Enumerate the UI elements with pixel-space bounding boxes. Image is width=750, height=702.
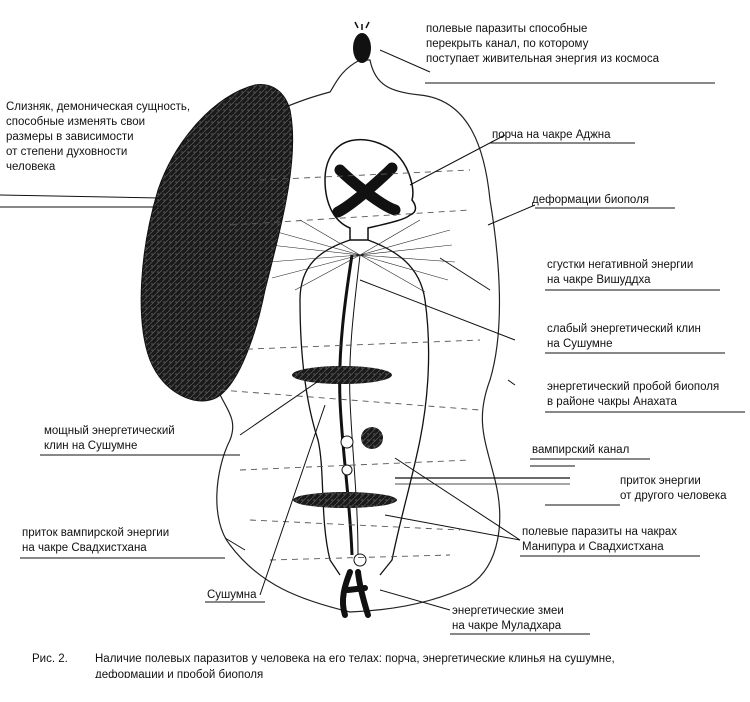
label-svadhisthana-inflow: приток вампирской энергии на чакре Свадх…: [22, 527, 170, 554]
label-biofield-deformation: деформации биополя: [532, 194, 650, 206]
label-slug: Слизняк, демоническая сущность, способны…: [6, 101, 191, 173]
label-anahata: энергетический пробой биополя в районе ч…: [547, 381, 720, 408]
label-inflow-other: приток энергии от другого человека: [620, 475, 727, 502]
strong-wedge: [293, 492, 397, 508]
label-strong-wedge: мощный энергетический клин на Сушумне: [44, 425, 175, 452]
label-ajna: порча на чакре Аджна: [492, 129, 611, 141]
manipura-parasite: [361, 427, 383, 449]
anahata-wedge: [292, 366, 392, 384]
label-sushumna: Сушумна: [207, 589, 257, 601]
vishuddha-rays: [267, 219, 456, 293]
leader-lines: [0, 49, 620, 611]
ajna-x: [332, 162, 401, 218]
underline-rules: [0, 82, 745, 635]
body-outline: [299, 239, 430, 576]
label-vampire-channel: вампирский канал: [532, 444, 630, 456]
muladhara-serpent: [339, 569, 371, 618]
caption-number: Рис. 2.: [32, 653, 68, 665]
head-parasite: [353, 33, 371, 63]
label-parasites-top: полевые паразиты способные перекрыть кан…: [426, 23, 659, 65]
inner-head: [324, 138, 417, 241]
label-weak-wedge: слабый энергетический клин на Сушумне: [547, 323, 701, 350]
label-muladhara: энергетические змеи на чакре Муладхара: [452, 605, 564, 632]
label-vishuddha: сгустки негативной энергии на чакре Вишу…: [547, 259, 694, 286]
label-manipura-parasites: полевые паразиты на чакрах Манипура и Св…: [522, 526, 678, 553]
caption-text: Наличие полевых паразитов у человека на …: [95, 653, 615, 665]
caption-text-2: деформации и пробой биополя: [95, 669, 264, 678]
slug-entity: [140, 83, 294, 402]
